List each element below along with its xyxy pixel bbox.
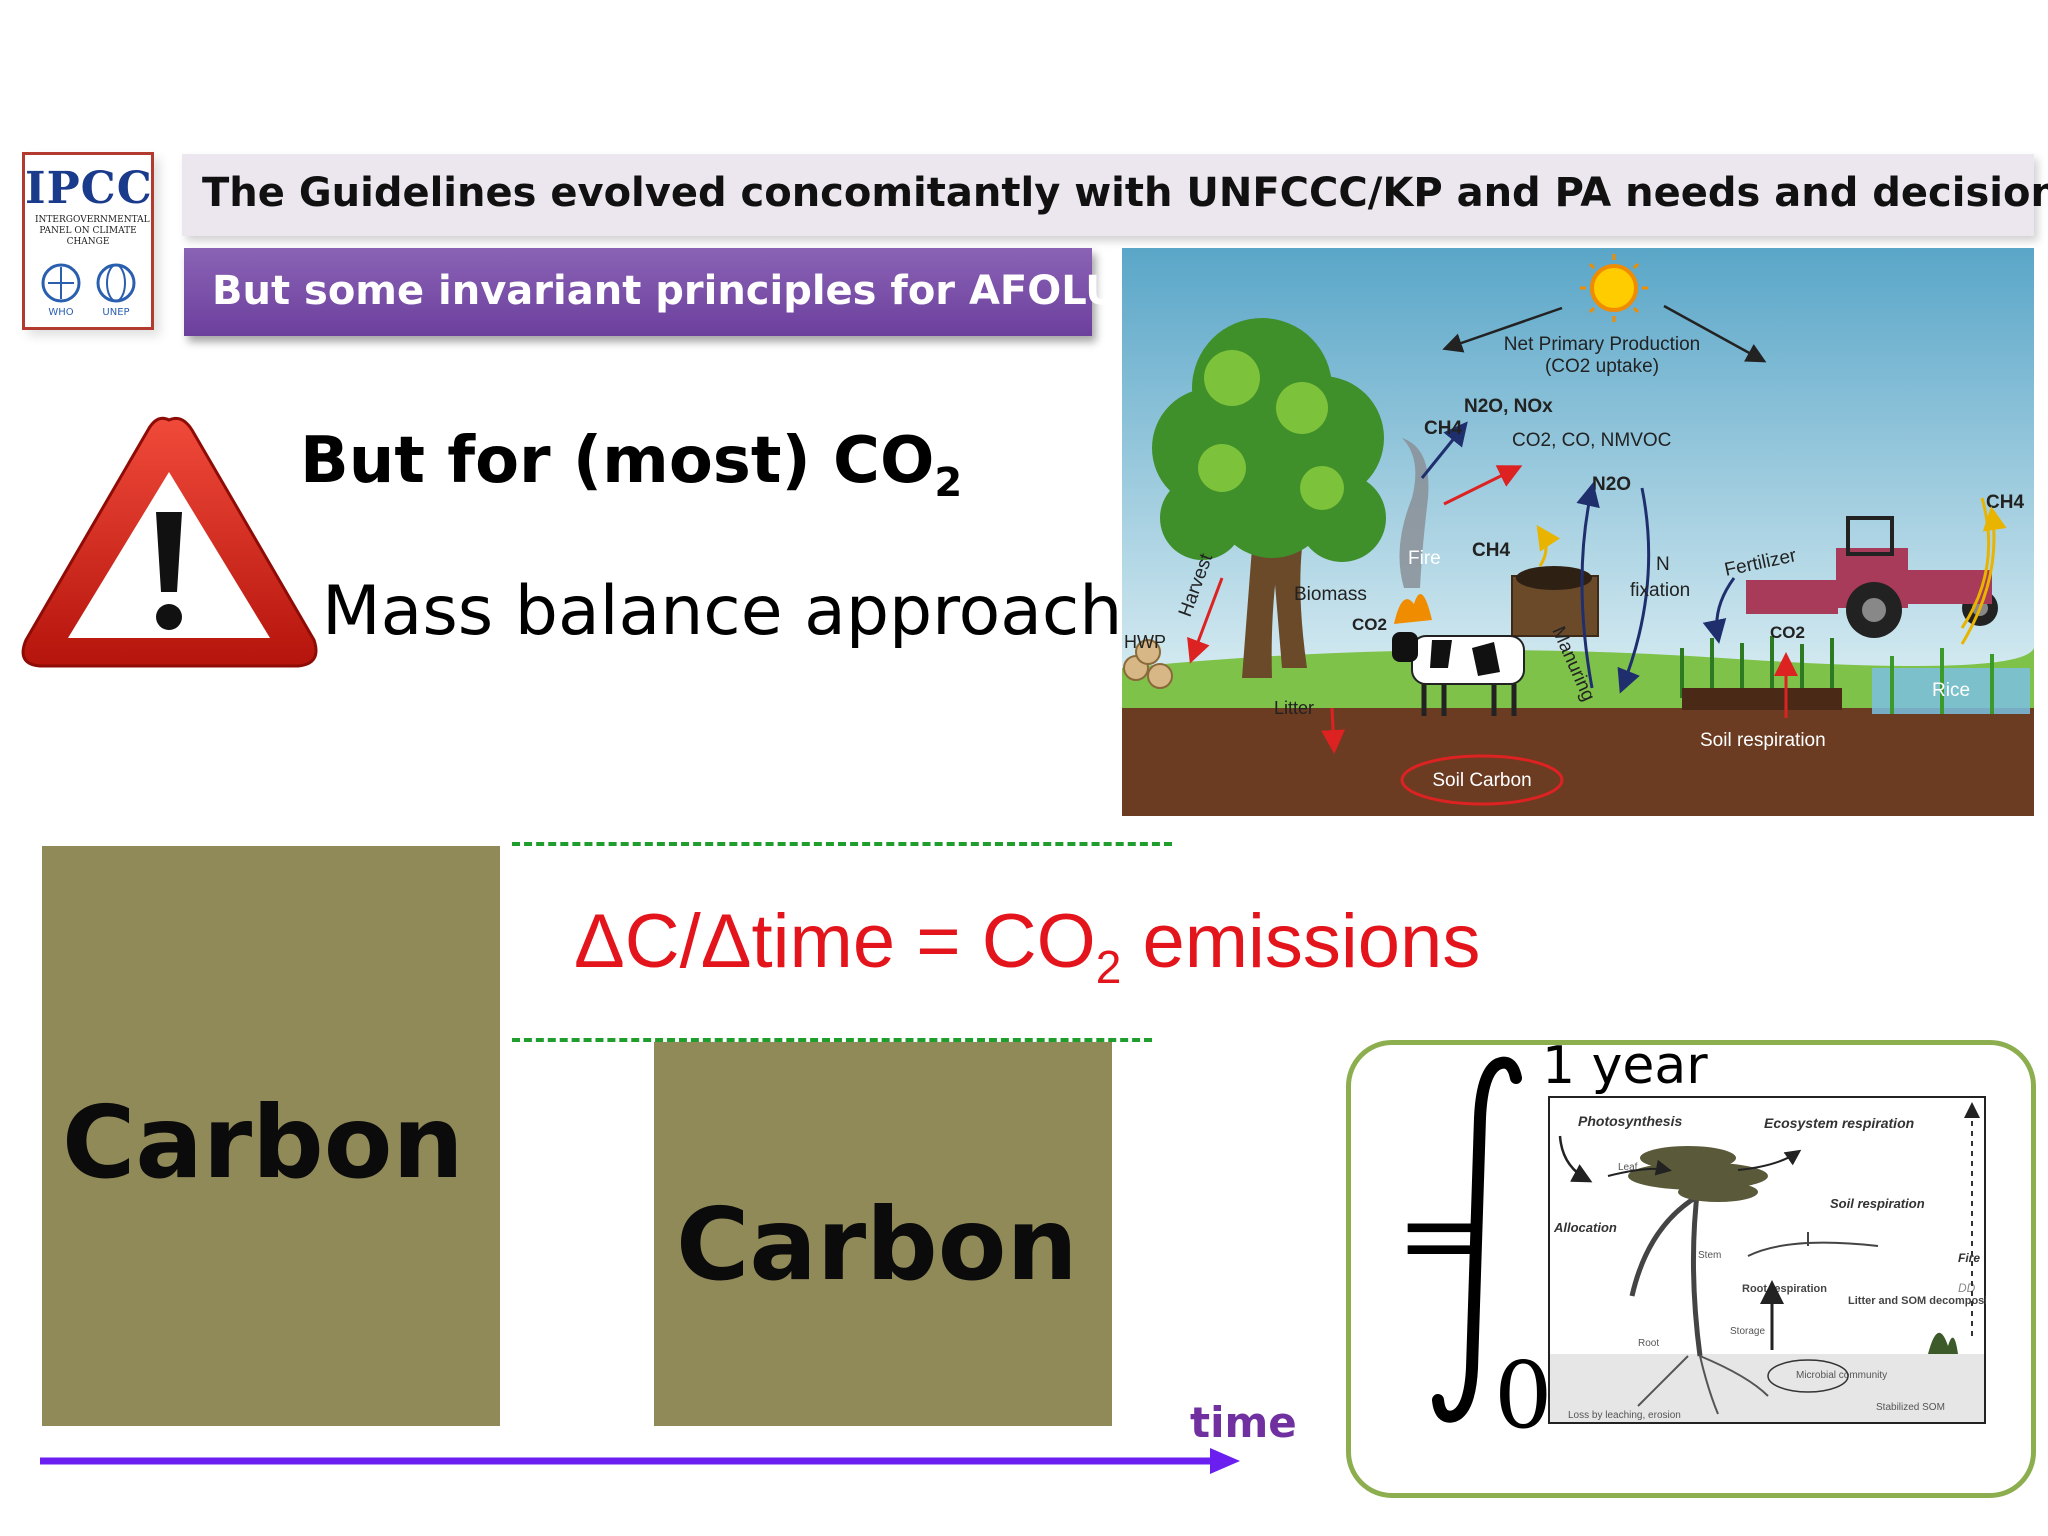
eco-root-respiration: Root respiration [1742, 1283, 1827, 1295]
eco-stabilized-som: Stabilized SOM [1876, 1402, 1945, 1413]
dashed-line-bottom [512, 1038, 1152, 1042]
hwp-label: HWP [1124, 632, 1166, 652]
ch4-fire-label: CH4 [1424, 418, 1462, 439]
ch4-rice-label: CH4 [1986, 492, 2024, 513]
equation-tail: emissions [1121, 899, 1481, 984]
eco-microbial: Microbial community [1796, 1370, 1887, 1381]
logo-subtitle: INTERGOVERNMENTAL PANEL ON CLIMATE CHANG… [35, 215, 150, 247]
who-emblem-icon: WHO [41, 263, 80, 318]
ipcc-logo: IPCC INTERGOVERNMENTAL PANEL ON CLIMATE … [22, 152, 154, 330]
warning-triangle-icon [21, 416, 318, 668]
equation-text: ΔC/Δtime = CO [574, 899, 1096, 984]
fire-label: Fire [1408, 548, 1441, 569]
npp-label: Net Primary Production [1504, 334, 1700, 355]
time-axis-arrow [40, 1448, 1240, 1474]
soil-respiration-label: Soil respiration [1700, 730, 1826, 751]
co2-heading: But for (most) CO2 [300, 424, 962, 506]
n2o-label: N2O [1592, 474, 1631, 495]
page-subtitle: But some invariant principles for AFOLU [212, 268, 1118, 314]
eco-soil-respiration: Soil respiration [1830, 1196, 1925, 1211]
npp-label-2: (CO2 uptake) [1545, 356, 1659, 377]
unep-emblem-text: UNEP [102, 307, 129, 318]
equation-subscript: 2 [1095, 941, 1122, 993]
logo-emblems: WHO UNEP [33, 259, 143, 319]
litter-label: Litter [1274, 698, 1314, 718]
co2-heading-subscript: 2 [934, 460, 963, 506]
co2-soil-label: CO2 [1770, 623, 1805, 642]
carbon-label-initial: Carbon [62, 1084, 464, 1201]
eco-root: Root [1638, 1338, 1659, 1349]
eco-storage: Storage [1730, 1326, 1765, 1337]
title-bar: The Guidelines evolved concomitantly wit… [182, 154, 2048, 236]
page-title: The Guidelines evolved concomitantly wit… [202, 170, 2048, 216]
soil-carbon-label: Soil Carbon [1432, 770, 1531, 791]
ecosystem-carbon-flux-diagram: Photosynthesis Ecosystem respiration Soi… [1548, 1096, 1986, 1424]
co2-heading-text: But for (most) CO [300, 424, 935, 498]
afolu-illustration: Net Primary Production (CO2 uptake) HWP … [1122, 248, 2034, 816]
mass-balance-text: Mass balance approach [322, 572, 1123, 651]
n-fixation-label-1: N [1656, 554, 1670, 575]
logo-name: IPCC [25, 163, 153, 214]
unep-emblem-icon: UNEP [96, 263, 135, 318]
eco-stem: Stem [1698, 1250, 1721, 1261]
integral-lower-limit: 0 [1494, 1342, 1553, 1449]
rice-label: Rice [1932, 680, 1970, 701]
co2-biomass-label: CO2 [1352, 615, 1387, 634]
carbon-stock-initial: Carbon [42, 846, 500, 1426]
carbon-stock-final: Carbon [654, 1042, 1112, 1426]
eco-loss-leaching: Loss by leaching, erosion [1568, 1410, 1681, 1421]
eco-leaf: Leaf [1618, 1162, 1638, 1173]
eco-ecosystem-respiration: Ecosystem respiration [1764, 1115, 1914, 1131]
emissions-equation: ΔC/Δtime = CO2 emissions [574, 898, 1480, 994]
integral-upper-limit: 1 year [1542, 1036, 1708, 1096]
n-fixation-label-2: fixation [1630, 580, 1690, 601]
n2o-nox-label: N2O, NOx [1464, 396, 1553, 417]
eco-allocation: Allocation [1553, 1220, 1617, 1235]
eco-fire: Fire [1958, 1251, 1980, 1265]
who-emblem-text: WHO [48, 307, 73, 318]
eco-photosynthesis: Photosynthesis [1578, 1113, 1682, 1129]
eco-litter: Litter and SOM decomposition [1848, 1295, 1986, 1307]
integral-sign-icon [1432, 1056, 1522, 1423]
ch4-manure-label: CH4 [1472, 540, 1510, 561]
biomass-label: Biomass [1294, 584, 1367, 605]
eco-dd: DD [1958, 1281, 1976, 1295]
subtitle-bar: But some invariant principles for AFOLU [184, 248, 1118, 336]
dashed-line-top [512, 842, 1172, 846]
time-axis-label: time [1190, 1398, 1297, 1447]
carbon-label-final: Carbon [676, 1186, 1078, 1303]
co2-co-label: CO2, CO, NMVOC [1512, 430, 1671, 451]
